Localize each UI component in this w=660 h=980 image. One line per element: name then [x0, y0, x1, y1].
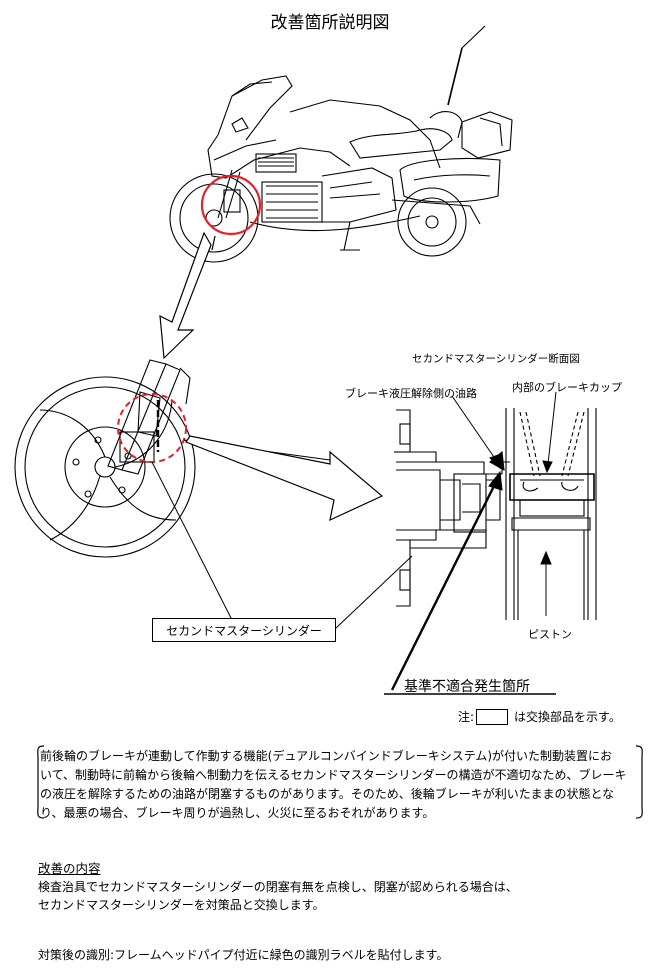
description-line: 前後輪のブレーキが連動して作動する機能(デュアルコンバインドブレーキシステム)が… [40, 749, 613, 763]
improvement-line: セカンドマスターシリンダーを対策品と交換します。 [38, 898, 325, 912]
improvement-line: 検査治具でセカンドマスターシリンダーの閉塞有無を点検し、閉塞が認められる場合は、 [38, 880, 518, 894]
description-line: いて、制動時に前輪から後輪へ制動力を伝えるセカンドマスターシリンダーの構造が不適… [40, 768, 627, 782]
identification-note: 対策後の識別:フレームヘッドパイプ付近に緑色の識別ラベルを貼付します。 [38, 948, 449, 962]
zoom-arrow-1 [159, 231, 212, 360]
section-title: セカンドマスターシリンダー断面図 [412, 353, 580, 365]
highlight-circle-overview [200, 174, 262, 236]
note-prefix: 注: [458, 710, 475, 724]
piston-label: ピストン [528, 628, 572, 641]
legend-note: 注: は交換部品を示す。 [458, 708, 621, 725]
cross-section-drawing [394, 408, 597, 620]
description-line: り、最悪の場合、ブレーキ周りが過熱し、火災に至るおそれがあります。 [40, 806, 435, 820]
oil-path-label: ブレーキ液圧解除側の油路 [345, 387, 477, 400]
fairing-vents [255, 153, 297, 173]
motorcycle-drawing [169, 25, 513, 263]
page-title: 改善箇所説明図 [270, 13, 390, 33]
replacement-part-box-symbol [476, 708, 509, 725]
highlight-circle-wheel [117, 393, 187, 463]
defect-description: 前後輪のブレーキが連動して作動する機能(デュアルコンバインドブレーキシステム)が… [40, 747, 640, 823]
second-master-cylinder-callout: セカンドマスターシリンダー [152, 618, 336, 642]
improvement-heading: 改善の内容 [38, 861, 101, 876]
brake-cup-label: 内部のブレーキカップ [512, 381, 622, 394]
nonconformity-label: 基準不適合発生箇所 [404, 679, 530, 695]
front-wheel-drawing [14, 359, 196, 558]
description-bracket [37, 745, 643, 819]
note-suffix: は交換部品を示す。 [514, 710, 621, 724]
section-arrows [384, 391, 557, 695]
description-line: の液圧を解除するための油路が閉塞するものがあります。そのため、後輪ブレーキが利い… [40, 787, 615, 801]
zoom-arrow-2 [185, 435, 384, 522]
